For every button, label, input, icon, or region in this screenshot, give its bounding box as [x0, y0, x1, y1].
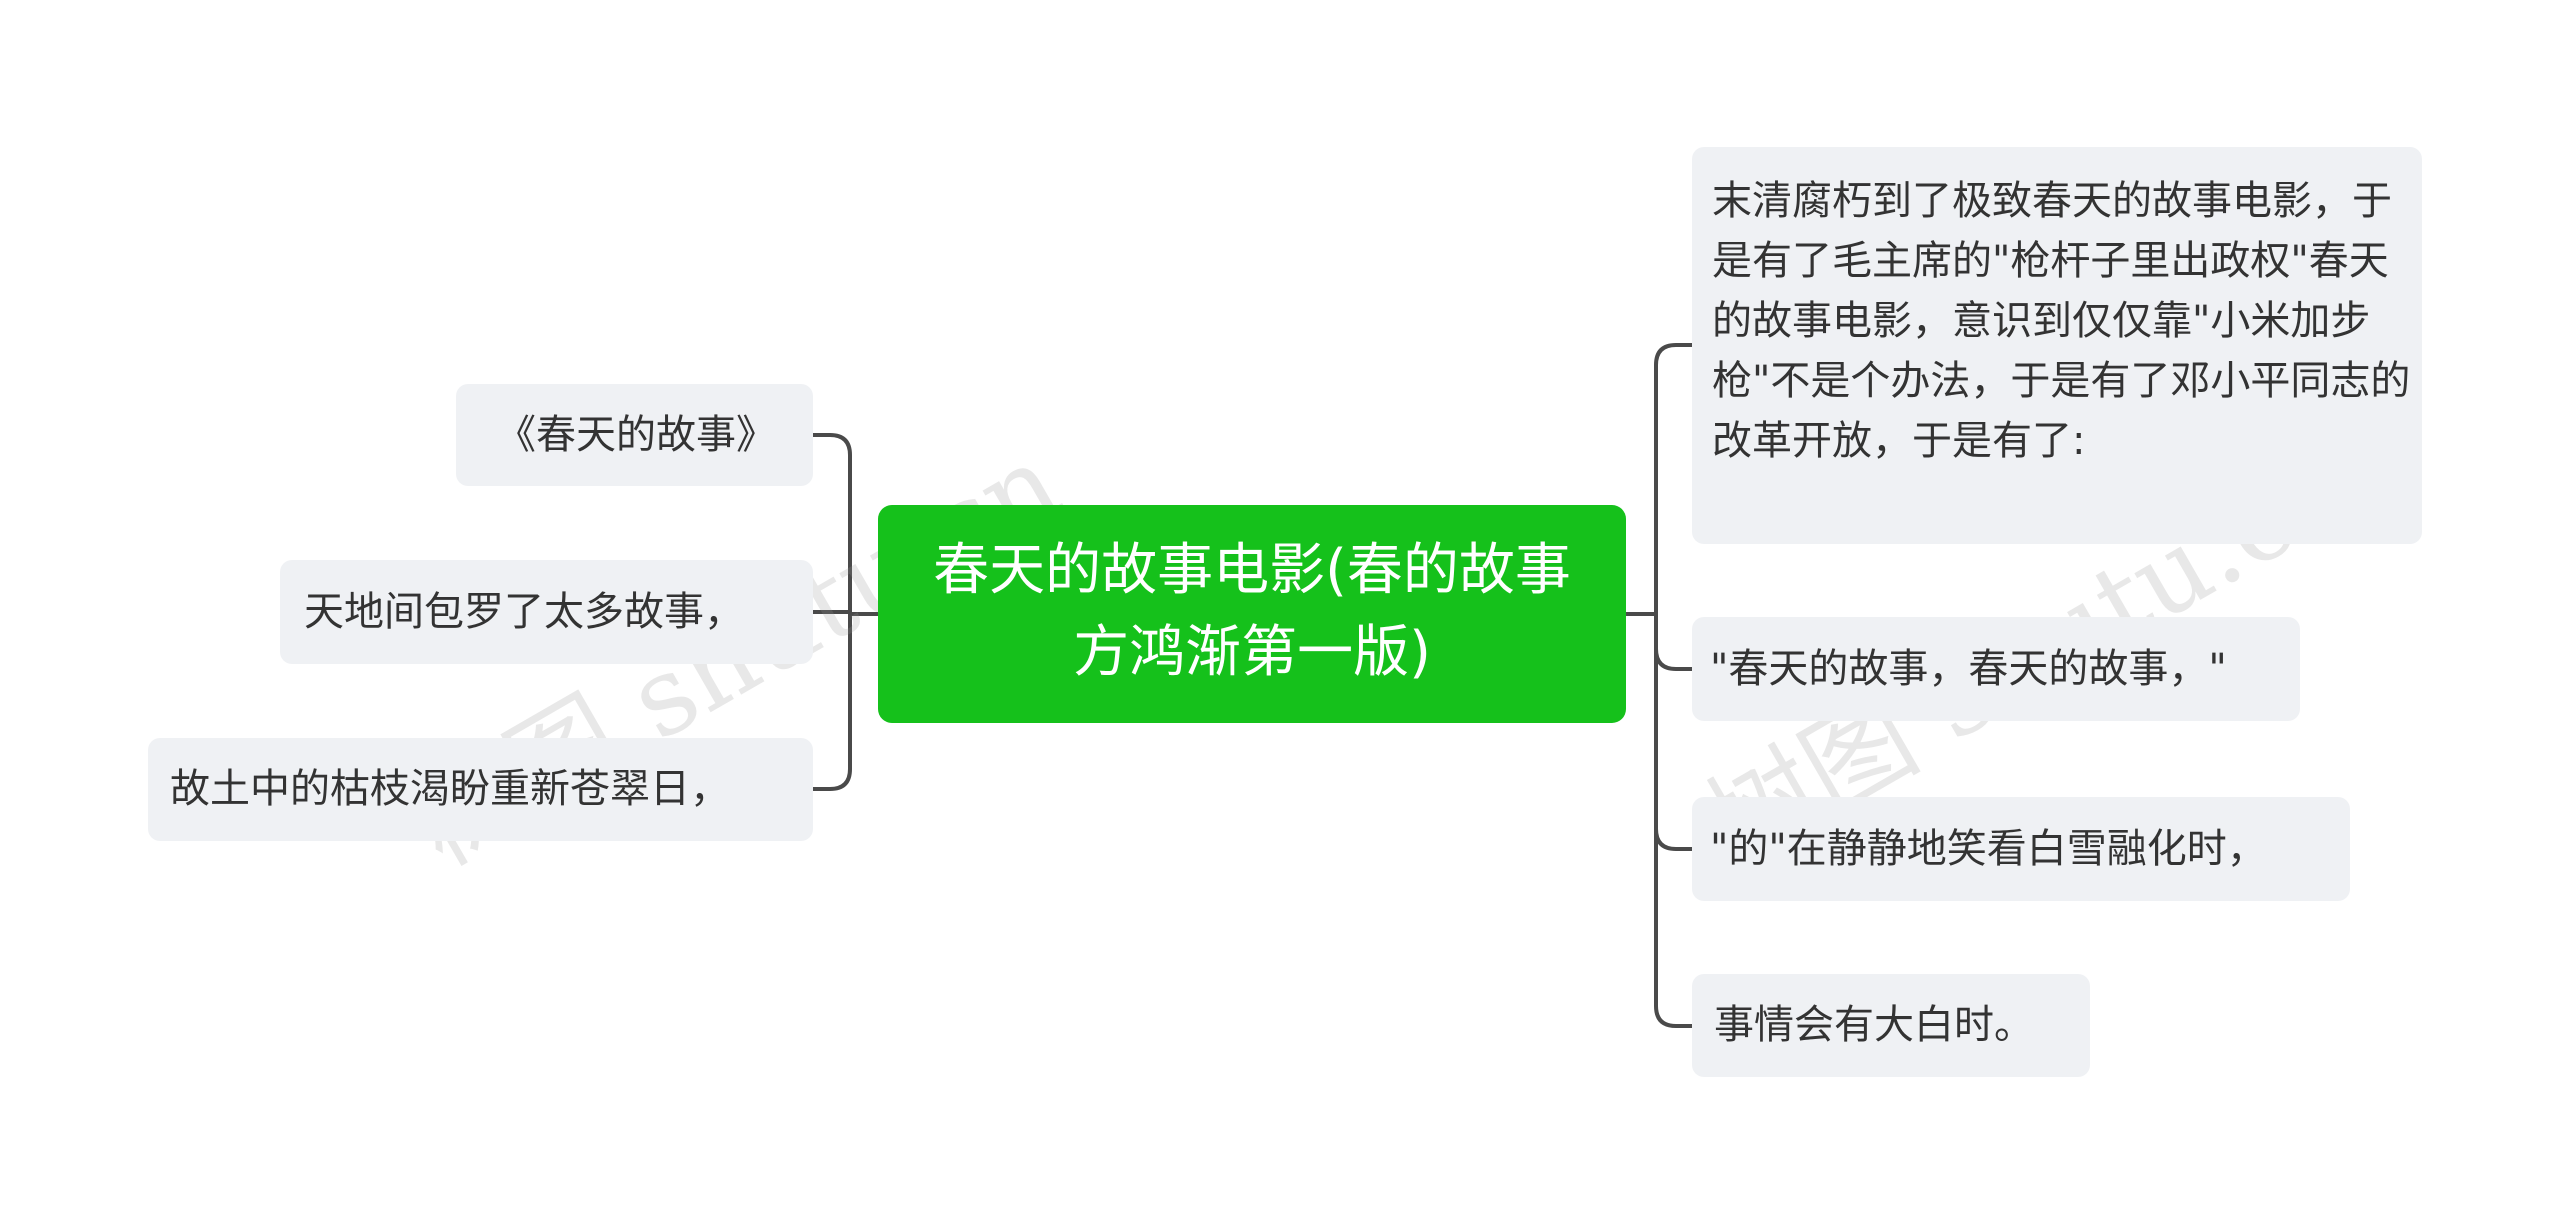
- right-topic-2[interactable]: "春天的故事，春天的故事，": [1692, 617, 2300, 721]
- right-topic-1[interactable]: 末清腐朽到了极致春天的故事电影，于是有了毛主席的"枪杆子里出政权"春天的故事电影…: [1692, 147, 2422, 544]
- topic-label: 末清腐朽到了极致春天的故事电影，于是有了毛主席的"枪杆子里出政权"春天的故事电影…: [1712, 178, 2411, 464]
- topic-label: "的"在静静地笑看白雪融化时，: [1710, 826, 2267, 872]
- right-connector-1: [1654, 343, 1694, 616]
- right-connector-2: [1654, 612, 1694, 671]
- left-topic-3[interactable]: 故土中的枯枝渴盼重新苍翠日，: [148, 738, 813, 841]
- topic-label: 天地间包罗了太多故事，: [304, 589, 744, 635]
- central-topic[interactable]: 春天的故事电影(春的故事方鸿渐第一版): [878, 505, 1626, 723]
- right-connector-3: [1654, 612, 1694, 851]
- topic-label: 《春天的故事》: [496, 412, 776, 458]
- left-connector-3: [811, 612, 852, 791]
- left-connector-1: [811, 433, 852, 616]
- right-topic-4[interactable]: 事情会有大白时。: [1692, 974, 2090, 1077]
- topic-label: 故土中的枯枝渴盼重新苍翠日，: [170, 766, 730, 812]
- left-topic-1[interactable]: 《春天的故事》: [456, 384, 813, 486]
- topic-label: 事情会有大白时。: [1714, 1002, 2034, 1048]
- right-topic-3[interactable]: "的"在静静地笑看白雪融化时，: [1692, 797, 2350, 901]
- central-topic-label: 春天的故事电影(春的故事方鸿渐第一版): [933, 538, 1571, 685]
- right-connector-4: [1654, 612, 1694, 1028]
- topic-label: "春天的故事，春天的故事，": [1710, 646, 2227, 692]
- left-topic-2[interactable]: 天地间包罗了太多故事，: [280, 560, 813, 664]
